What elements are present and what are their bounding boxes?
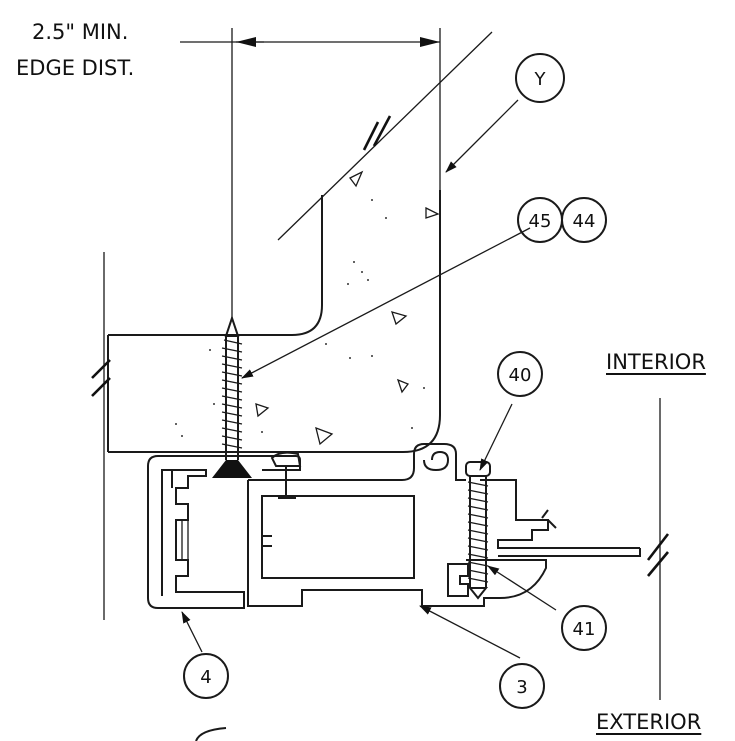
callout-44-label: 44 [573, 211, 596, 232]
edge-distance-dimension [180, 28, 441, 320]
leader-lines [181, 99, 557, 659]
frame-screw [465, 461, 491, 600]
frame-profile-4 [147, 455, 301, 609]
callout-y-label: Y [534, 69, 547, 90]
callout-3-label: 3 [516, 677, 527, 698]
callout-40-label: 40 [509, 365, 532, 386]
wood-substrate [107, 31, 493, 453]
partial-arc [195, 727, 227, 741]
edge-distance-note-line2: EDGE DIST. [16, 56, 135, 80]
edge-distance-note-line1: 2.5" MIN. [32, 20, 129, 44]
interior-label: INTERIOR [606, 350, 706, 374]
exterior-label: EXTERIOR [596, 710, 702, 734]
left-break-line [91, 252, 111, 620]
frame-profile-3 [247, 443, 641, 607]
callout-41-label: 41 [573, 619, 596, 640]
callout-y: Y [515, 53, 565, 103]
right-break-line [646, 398, 670, 700]
callout-45: 45 [517, 197, 563, 243]
callout-44: 44 [561, 197, 607, 243]
callout-4-label: 4 [200, 667, 211, 688]
callout-40: 40 [497, 351, 543, 397]
callout-45-label: 45 [529, 211, 552, 232]
callout-4: 4 [183, 653, 229, 699]
clip-gasket [270, 451, 302, 499]
callout-41: 41 [561, 605, 607, 651]
callout-3: 3 [499, 663, 545, 709]
anchor-screw [212, 314, 252, 478]
